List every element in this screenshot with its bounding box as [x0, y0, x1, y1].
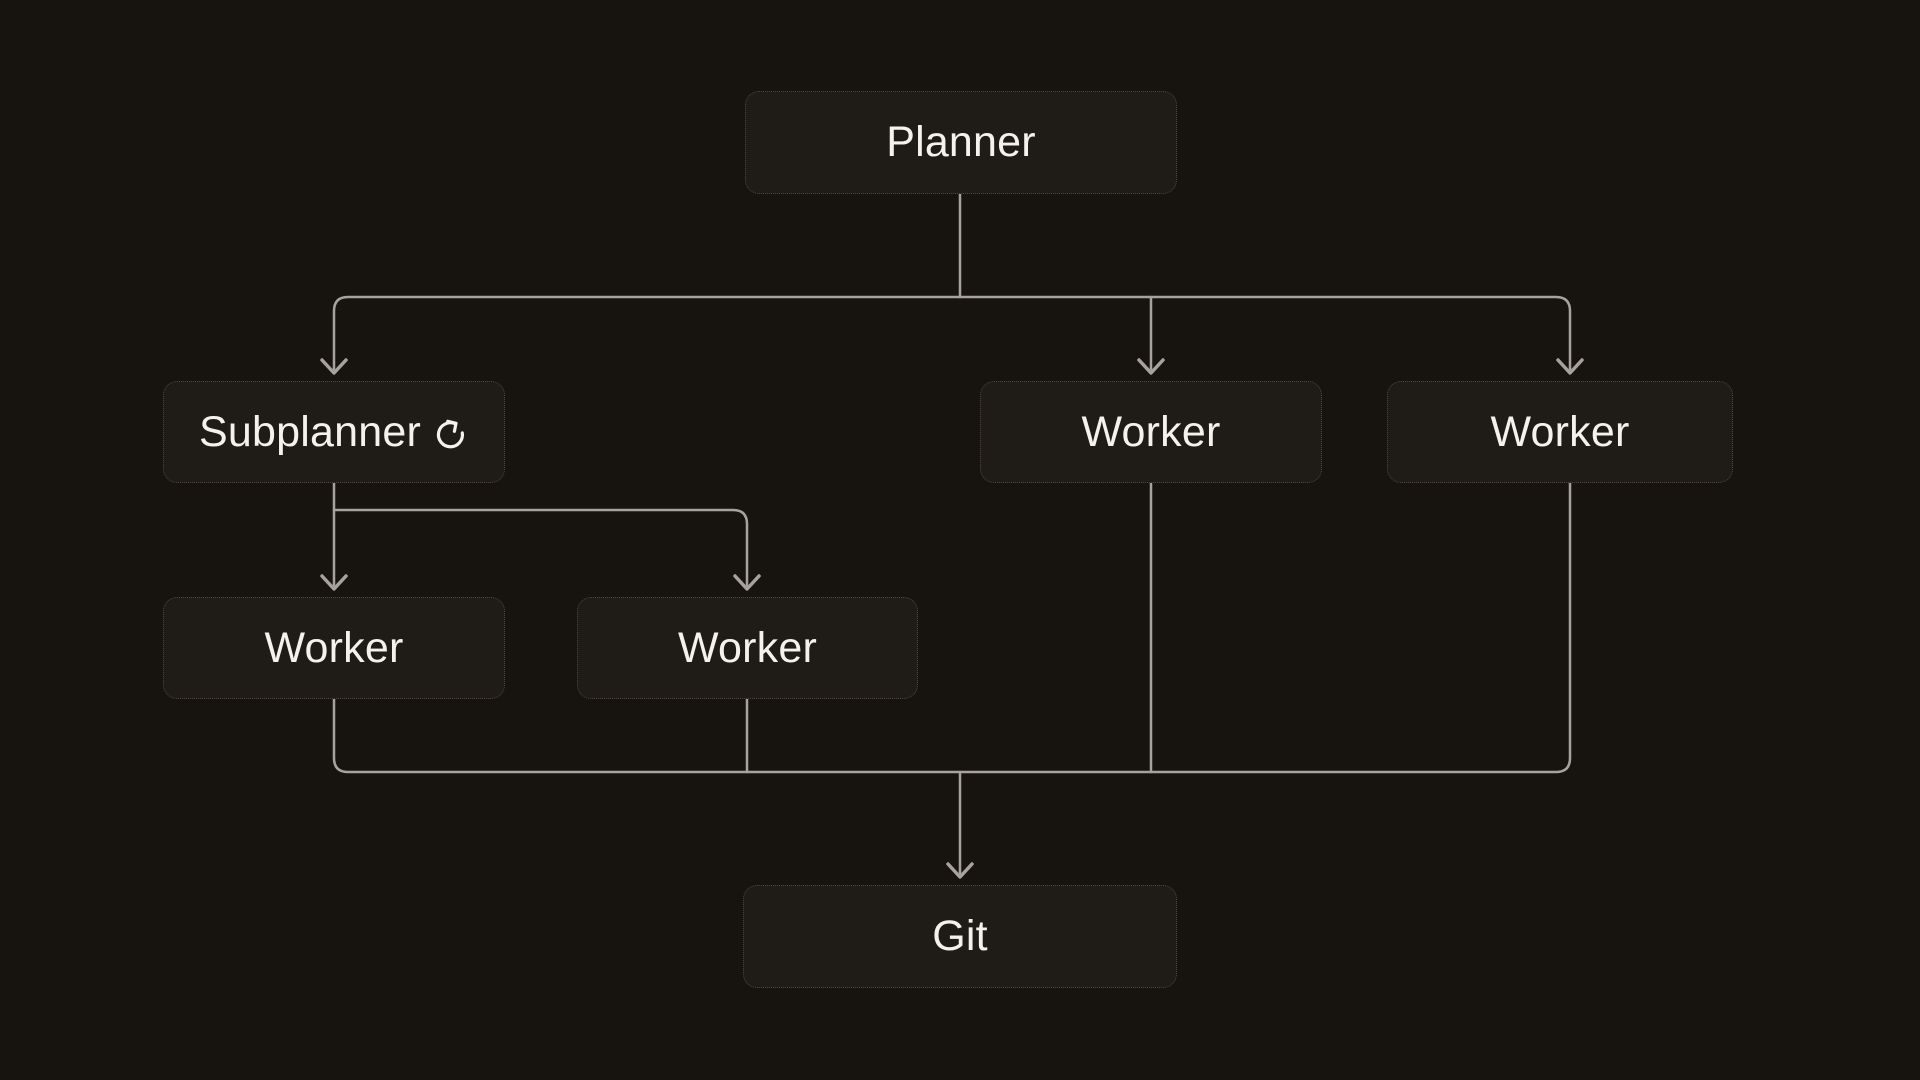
node-git-label: Git	[932, 912, 988, 960]
arrowhead-worker-top-right	[1556, 358, 1584, 375]
edge-planner-worker-top-right	[958, 295, 1572, 371]
node-planner-label: Planner	[886, 118, 1036, 166]
node-worker-label: Worker	[1490, 407, 1630, 456]
node-git: Git	[743, 885, 1177, 988]
arrowhead-git	[946, 862, 974, 879]
refresh-icon	[433, 416, 469, 452]
node-worker-label: Worker	[678, 623, 817, 672]
arrowhead-worker-top-middle	[1137, 358, 1165, 375]
node-subplanner: Subplanner	[163, 381, 505, 483]
node-worker-label: Worker	[1081, 407, 1221, 456]
edge-subplanner-worker-bottom-middle	[332, 508, 749, 587]
arrowhead-worker-bottom-left	[320, 574, 348, 591]
node-worker-bottom-left: Worker	[163, 597, 505, 699]
arrowhead-subplanner	[320, 358, 348, 375]
node-worker-top-middle: Worker	[980, 381, 1322, 483]
edge-planner-subplanner	[332, 295, 962, 371]
node-worker-label: Worker	[264, 623, 404, 672]
edge-bottom-rail	[332, 481, 1572, 774]
node-planner: Planner	[745, 91, 1177, 194]
arrowhead-worker-bottom-middle	[733, 574, 761, 591]
node-worker-top-right: Worker	[1387, 381, 1733, 483]
node-worker-bottom-middle: Worker	[577, 597, 918, 699]
node-subplanner-label: Subplanner	[199, 407, 421, 456]
